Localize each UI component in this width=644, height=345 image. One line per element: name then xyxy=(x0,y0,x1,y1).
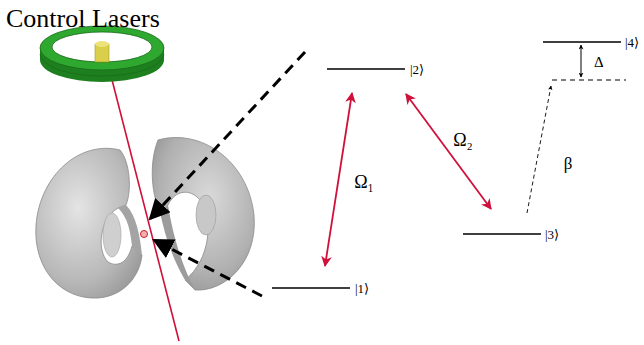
ring-optic xyxy=(40,26,164,82)
rabi-label: Ω₂ xyxy=(453,131,473,149)
state-label: |2⟩ xyxy=(410,63,424,76)
energy-levels xyxy=(272,42,626,288)
electrode xyxy=(36,148,142,298)
ion xyxy=(141,231,148,238)
transition-arrow xyxy=(325,93,352,266)
laser-beam xyxy=(110,72,179,341)
detuning-arrow xyxy=(581,45,582,77)
state-label: |1⟩ xyxy=(355,282,369,295)
laser-arrow xyxy=(154,240,262,296)
transition-arrow xyxy=(527,86,551,213)
rabi-label: Ω₁ xyxy=(354,173,374,191)
coupling-label: β xyxy=(564,155,573,172)
state-label: |4⟩ xyxy=(625,36,639,49)
transition-arrow xyxy=(406,94,491,209)
laser-arrow xyxy=(150,52,305,219)
detuning-label: Δ xyxy=(594,55,604,70)
figure-title: Control Lasers xyxy=(6,6,160,32)
state-label: |3⟩ xyxy=(545,228,559,241)
